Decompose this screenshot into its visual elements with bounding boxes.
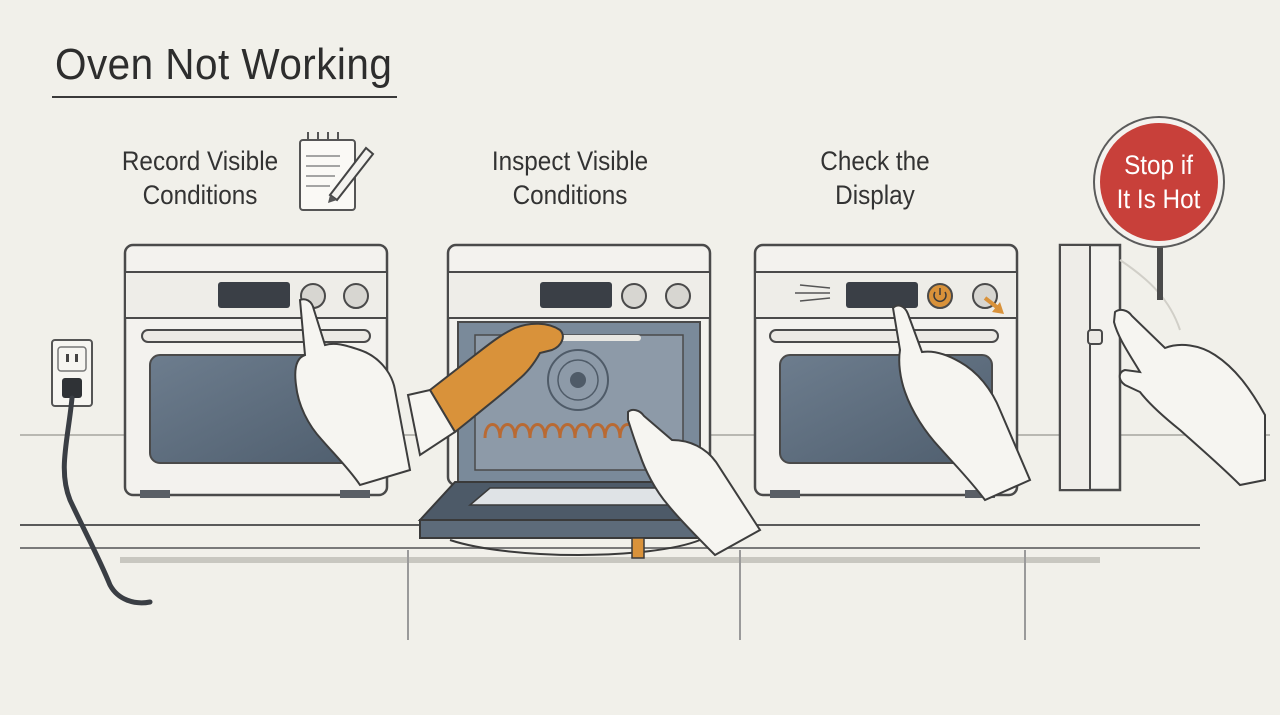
oven-4-partial bbox=[1058, 243, 1181, 492]
stop-sign-line-1: Stop if bbox=[1124, 150, 1194, 180]
hand-stop bbox=[1112, 308, 1266, 487]
hand-pointing-oven-2 bbox=[627, 408, 762, 557]
stop-sign: Stop if It Is Hot bbox=[1095, 118, 1223, 246]
arrow-icon bbox=[983, 296, 1004, 314]
power-knob-icon bbox=[927, 283, 953, 309]
power-cord bbox=[61, 395, 153, 606]
glove-cuff bbox=[406, 388, 457, 457]
wall-outlet-icon bbox=[51, 339, 93, 407]
page-title: Oven Not Working bbox=[55, 40, 393, 89]
hand-pressing-oven-1 bbox=[294, 298, 412, 487]
step-2-label: Inspect Visible Conditions bbox=[471, 144, 669, 212]
stop-sign-line-2: It Is Hot bbox=[1117, 184, 1201, 214]
step-1-label: Record Visible Conditions bbox=[110, 144, 290, 212]
step-3-line-2: Display bbox=[835, 180, 915, 210]
step-2-line-2: Conditions bbox=[512, 180, 628, 210]
gloved-hand bbox=[428, 322, 564, 434]
oven-2-open bbox=[417, 243, 743, 559]
step-1-line-2: Conditions bbox=[142, 180, 258, 210]
step-1-line-1: Record Visible bbox=[121, 146, 279, 176]
step-2-line-1: Inspect Visible bbox=[491, 146, 649, 176]
step-3-label: Check the Display bbox=[785, 144, 965, 212]
title-underline bbox=[52, 96, 397, 98]
step-3-line-1: Check the bbox=[820, 146, 930, 176]
notepad-pencil-icon bbox=[299, 132, 375, 211]
hand-pressing-oven-3 bbox=[891, 304, 1032, 502]
